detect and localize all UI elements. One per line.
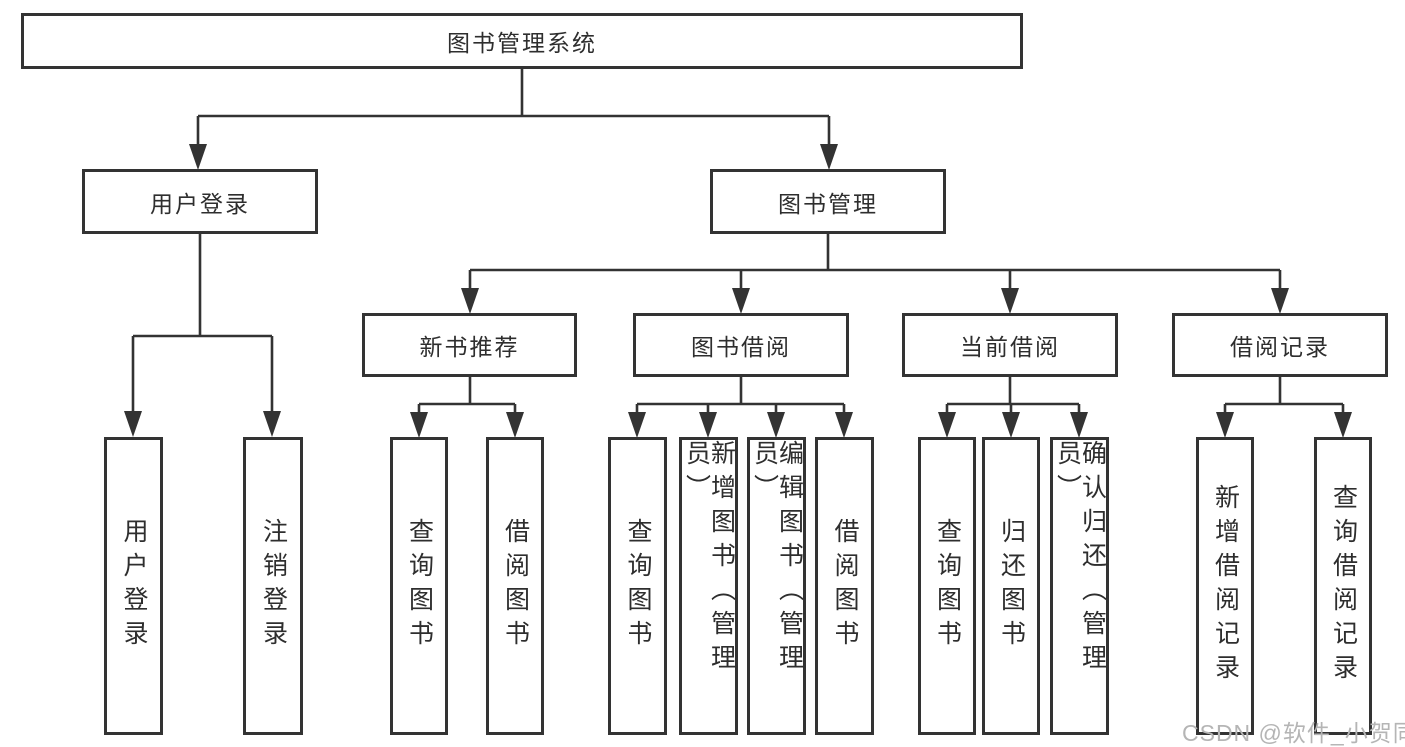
- node-book-management: 图书管理: [710, 169, 946, 234]
- leaf-query-books-current: 查询图书: [918, 437, 976, 735]
- node-user-login-label: 用户登录: [150, 190, 250, 217]
- leaf-label: 确认归还（管理员）: [1053, 440, 1107, 678]
- node-user-login: 用户登录: [82, 169, 318, 234]
- leaf-label: 借阅图书: [831, 518, 859, 654]
- csdn-watermark: CSDN @软件_小贺同学: [1182, 720, 1405, 746]
- leaf-label: 查询图书: [624, 518, 652, 654]
- leaf-label: 注销登录: [259, 518, 288, 654]
- leaf-label: 查询借阅记录: [1329, 484, 1358, 688]
- leaf-label: 用户登录: [120, 518, 148, 654]
- leaf-add-books-admin: 新增图书（管理员）: [679, 437, 738, 735]
- leaf-label: 归还图书: [997, 518, 1026, 654]
- leaf-query-books-borrow: 查询图书: [608, 437, 667, 735]
- leaf-logout: 注销登录: [243, 437, 303, 735]
- node-book-borrow-label: 图书借阅: [691, 334, 791, 360]
- leaf-label: 查询图书: [405, 518, 434, 654]
- node-root-label: 图书管理系统: [447, 30, 597, 56]
- node-new-book-recommend: 新书推荐: [362, 313, 577, 377]
- node-current-borrow-label: 当前借阅: [960, 334, 1060, 360]
- leaf-label: 查询图书: [933, 518, 962, 654]
- node-borrow-records: 借阅记录: [1172, 313, 1388, 377]
- leaf-label: 借阅图书: [501, 518, 530, 654]
- leaf-label: 编辑图书（管理员）: [750, 440, 804, 678]
- leaf-label: 新增借阅记录: [1211, 484, 1240, 688]
- node-root: 图书管理系统: [21, 13, 1023, 69]
- leaf-return-books: 归还图书: [982, 437, 1040, 735]
- leaf-borrow-books: 借阅图书: [815, 437, 874, 735]
- leaf-edit-books-admin: 编辑图书（管理员）: [747, 437, 806, 735]
- leaf-label: 新增图书（管理员）: [682, 440, 736, 678]
- node-book-borrow: 图书借阅: [633, 313, 849, 377]
- node-current-borrow: 当前借阅: [902, 313, 1118, 377]
- leaf-query-borrow-record: 查询借阅记录: [1314, 437, 1372, 735]
- leaf-query-books-recommend: 查询图书: [390, 437, 448, 735]
- leaf-add-borrow-record: 新增借阅记录: [1196, 437, 1254, 735]
- leaf-confirm-return-admin: 确认归还（管理员）: [1050, 437, 1109, 735]
- node-book-management-label: 图书管理: [778, 190, 878, 217]
- leaf-borrow-books-recommend: 借阅图书: [486, 437, 544, 735]
- arrowheads: [124, 144, 1352, 438]
- node-new-book-recommend-label: 新书推荐: [419, 334, 520, 360]
- node-borrow-records-label: 借阅记录: [1230, 334, 1330, 360]
- leaf-user-login: 用户登录: [104, 437, 163, 735]
